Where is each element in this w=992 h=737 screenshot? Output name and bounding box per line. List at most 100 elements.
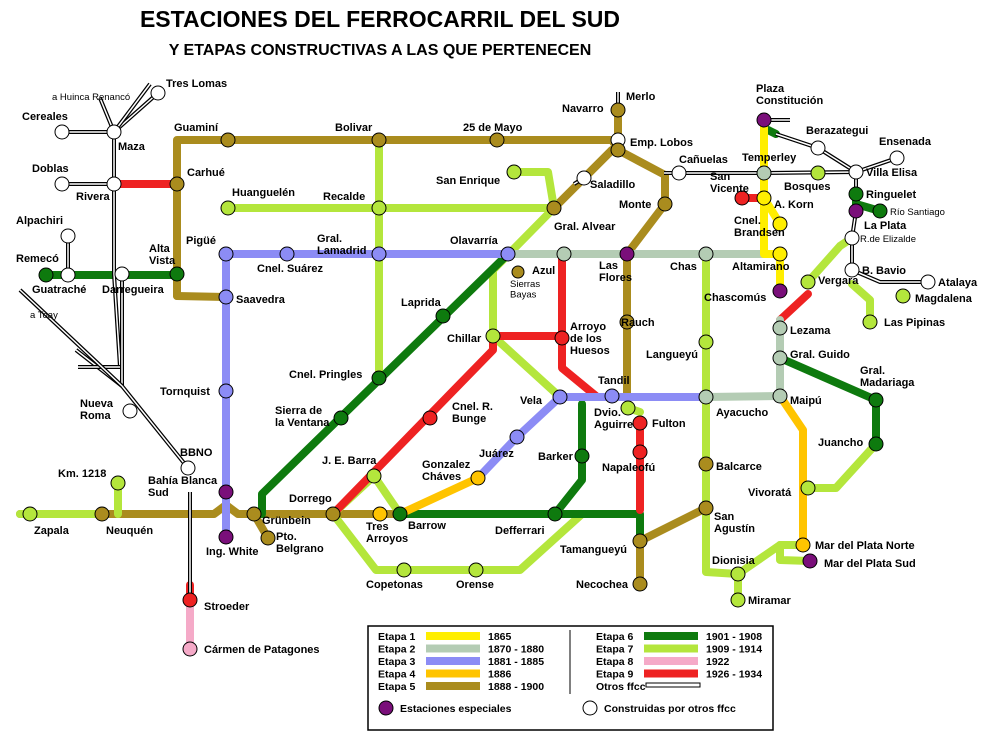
gral-lamadrid-label: Gral.Lamadrid — [317, 233, 367, 257]
zapala-station-marker — [22, 506, 38, 522]
magdalena-station-marker — [895, 288, 911, 304]
dionisia-label: Dionisia — [712, 555, 756, 567]
track-etapa6 — [551, 400, 586, 518]
legend-stage-years: 1909 - 1914 — [706, 644, 762, 656]
legend-stage-label: Etapa 6 — [596, 631, 634, 643]
laprida-station-marker — [435, 308, 451, 324]
legend-stage-years: 1922 — [706, 656, 730, 668]
ensenada-label: Ensenada — [879, 136, 932, 148]
legend-stage-label: Etapa 9 — [596, 669, 634, 681]
legend-stage-label: Etapa 2 — [378, 644, 416, 656]
legend-special-label: Estaciones especiales — [400, 703, 512, 715]
langueyu-station-marker — [698, 334, 714, 350]
ringuelet-station-marker — [848, 186, 864, 202]
a-toay-label: a Toay — [30, 310, 58, 321]
map-subtitle: Y ETAPAS CONSTRUCTIVAS A LAS QUE PERTENE… — [168, 42, 592, 59]
olavarria-label: Olavarría — [450, 235, 499, 247]
legend-other-built-marker — [582, 700, 598, 716]
track-etapa1 — [760, 116, 784, 295]
cnel-suarez-station-marker — [279, 246, 295, 262]
doblas-label: Doblas — [32, 163, 69, 175]
bosques-station-marker — [810, 165, 826, 181]
legend-color-swatch — [426, 632, 480, 640]
track-other-inner — [121, 385, 189, 469]
necochea-label: Necochea — [576, 579, 629, 591]
lezama-station-marker — [772, 320, 788, 336]
balcarce-station-marker — [698, 456, 714, 472]
chascomus-label: Chascomús — [704, 292, 766, 304]
azul-label: Azul — [532, 265, 555, 277]
cnel-suarez-label: Cnel. Suárez — [257, 263, 324, 275]
rauch-label: Rauch — [621, 317, 655, 329]
recalde-station-marker — [371, 200, 387, 216]
tornquist-label: Tornquist — [160, 386, 210, 398]
la-plata-station-marker — [848, 203, 864, 219]
vela-station-marker — [552, 389, 568, 405]
barrow-station-marker — [392, 506, 408, 522]
gral-madariaga-label: Gral.Madariaga — [860, 365, 915, 389]
tornquist-station-marker — [218, 383, 234, 399]
neuquen-label: Neuquén — [106, 525, 153, 537]
monte-station-marker — [657, 196, 673, 212]
chas-station-marker — [698, 246, 714, 262]
juancho-station-marker — [868, 436, 884, 452]
laprida-label: Laprida — [401, 297, 442, 309]
tamangueyu-label: Tamangueyú — [560, 544, 627, 556]
legend-color-swatch — [426, 644, 480, 653]
vergara-label: Vergara — [818, 275, 859, 287]
ing-white-label: Ing. White — [206, 546, 259, 558]
azul-station-marker — [556, 246, 572, 262]
necochea-station-marker — [632, 576, 648, 592]
legend-color-swatch — [644, 669, 698, 678]
guatrache-label: Guatraché — [32, 284, 86, 296]
rauch-station-marker — [619, 314, 635, 330]
pto-belgrano-station-marker — [260, 530, 276, 546]
recalde-label: Recalde — [323, 191, 365, 203]
saladillo-label: Saladillo — [590, 179, 636, 191]
track-etapa2 — [702, 316, 784, 401]
barker-station-marker — [574, 448, 590, 464]
map-title: ESTACIONES DEL FERROCARRIL DEL SUD — [139, 6, 621, 32]
r-de-elizalde-station-marker — [844, 230, 860, 246]
legend-stage-years: 1865 — [488, 631, 512, 643]
ringuelet-label: Ringuelet — [866, 189, 916, 201]
25-de-mayo-station-marker — [489, 132, 505, 148]
doblas-station-marker — [54, 176, 70, 192]
legend-color-swatch — [644, 657, 698, 665]
san-vicente-station-marker — [734, 190, 750, 206]
magdalena-label: Magdalena — [915, 293, 973, 305]
miramar-label: Miramar — [748, 595, 792, 607]
grunbein-label: Grünbein — [262, 515, 311, 527]
las-flores-station-marker — [619, 246, 635, 262]
bosques-label: Bosques — [784, 181, 830, 193]
remeco-station-marker — [38, 267, 54, 283]
copetonas-label: Copetonas — [366, 579, 423, 591]
altamirano-label: Altamirano — [732, 261, 790, 273]
legend-color-swatch — [644, 644, 698, 653]
legend-stage-years: 1881 - 1885 — [488, 656, 544, 668]
juancho-label: Juancho — [818, 437, 864, 449]
saavedra-label: Saavedra — [236, 294, 286, 306]
track-other — [112, 82, 152, 368]
ayacucho-station-marker — [698, 389, 714, 405]
je-barra-label: J. E. Barra — [322, 455, 377, 467]
legend-other-lines-swatch — [645, 682, 701, 688]
berazategui-station-marker — [810, 140, 826, 156]
legend-stage-years: 1888 - 1900 — [488, 681, 544, 693]
san-enrique-label: San Enrique — [436, 175, 500, 187]
saladillo-station-marker — [576, 170, 592, 186]
cnel-brandsen-label: Cnel.Brandsen — [734, 215, 785, 239]
cnel-pringles-label: Cnel. Pringles — [289, 369, 362, 381]
chillar-station-marker — [485, 328, 501, 344]
legend-stage-label: Etapa 7 — [596, 644, 634, 656]
la-plata-label: La Plata — [864, 220, 907, 232]
gral-guido-label: Gral. Guido — [790, 349, 850, 361]
chascomus-station-marker — [772, 283, 788, 299]
canuelas-station-marker — [671, 165, 687, 181]
orense-station-marker — [468, 562, 484, 578]
ensenada-station-marker — [889, 150, 905, 166]
stroeder-label: Stroeder — [204, 601, 250, 613]
